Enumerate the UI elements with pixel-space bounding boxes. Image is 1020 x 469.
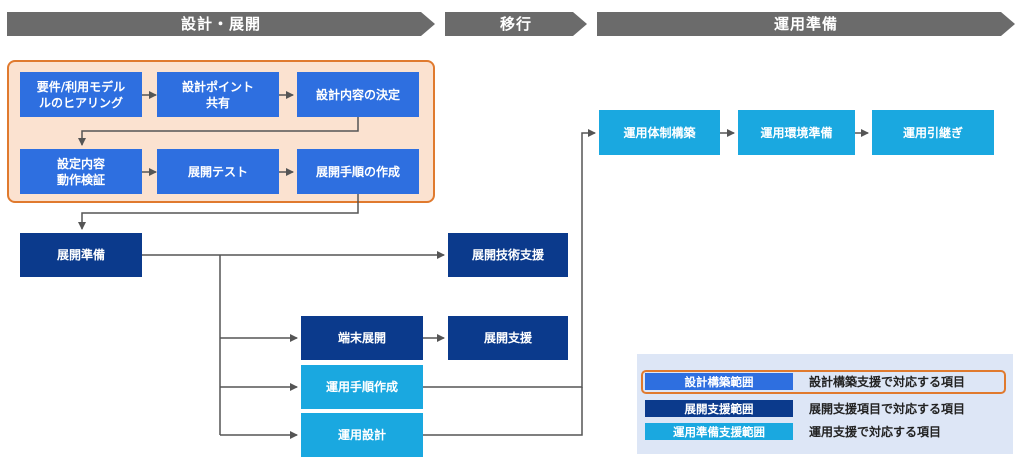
box-setting-verification: 設定内容 動作検証 <box>20 149 142 194</box>
legend-desc-ops: 運用支援で対応する項目 <box>809 425 942 439</box>
box-deploy-prep: 展開準備 <box>20 233 142 277</box>
box-deploy-test: 展開テスト <box>157 149 279 194</box>
arrow-procedure-to-prep <box>78 194 359 230</box>
legend-chip-ops: 運用準備支援範囲 <box>645 423 793 440</box>
phase-operation-prep: 運用準備 <box>597 12 1015 36</box>
box-deploy-procedure: 展開手順の作成 <box>297 149 419 194</box>
box-ops-structure: 運用体制構築 <box>599 110 720 155</box>
arrow-ops-procedure-to-structure <box>423 129 596 388</box>
legend-highlight <box>641 370 1006 394</box>
phase-migration: 移行 <box>445 12 587 36</box>
box-ops-environment: 運用環境準備 <box>738 110 855 155</box>
box-design-decision: 設計内容の決定 <box>297 72 419 117</box>
box-deploy-tech-support: 展開技術支援 <box>448 233 568 277</box>
box-terminal-deploy: 端末展開 <box>301 316 423 360</box>
legend-row-ops: 運用準備支援範囲 運用支援で対応する項目 <box>645 423 941 440</box>
box-ops-handover: 運用引継ぎ <box>872 110 994 155</box>
box-ops-procedure: 運用手順作成 <box>301 365 423 409</box>
legend-desc-deploy: 展開支援項目で対応する項目 <box>809 402 966 416</box>
legend-row-design: 設計構築範囲 設計構築支援で対応する項目 <box>645 373 965 390</box>
legend-chip-deploy: 展開支援範囲 <box>645 400 793 417</box>
arrow-decision-to-setting <box>78 117 359 146</box>
box-requirements-hearing: 要件/利用モデル ルのヒアリング <box>20 72 142 117</box>
legend-row-deploy: 展開支援範囲 展開支援項目で対応する項目 <box>645 400 965 417</box>
legend-desc-design: 設計構築支援で対応する項目 <box>809 375 966 389</box>
line-ops-design-to-structure <box>423 387 583 436</box>
box-design-points-sharing: 設計ポイント 共有 <box>157 72 279 117</box>
legend-chip-design: 設計構築範囲 <box>645 373 793 390</box>
box-deploy-support: 展開支援 <box>448 316 568 360</box>
legend: 設計構築範囲 設計構築支援で対応する項目 展開支援範囲 展開支援項目で対応する項… <box>637 354 1013 454</box>
box-ops-design: 運用設計 <box>301 413 423 457</box>
phase-design-deploy: 設計・展開 <box>7 12 435 36</box>
